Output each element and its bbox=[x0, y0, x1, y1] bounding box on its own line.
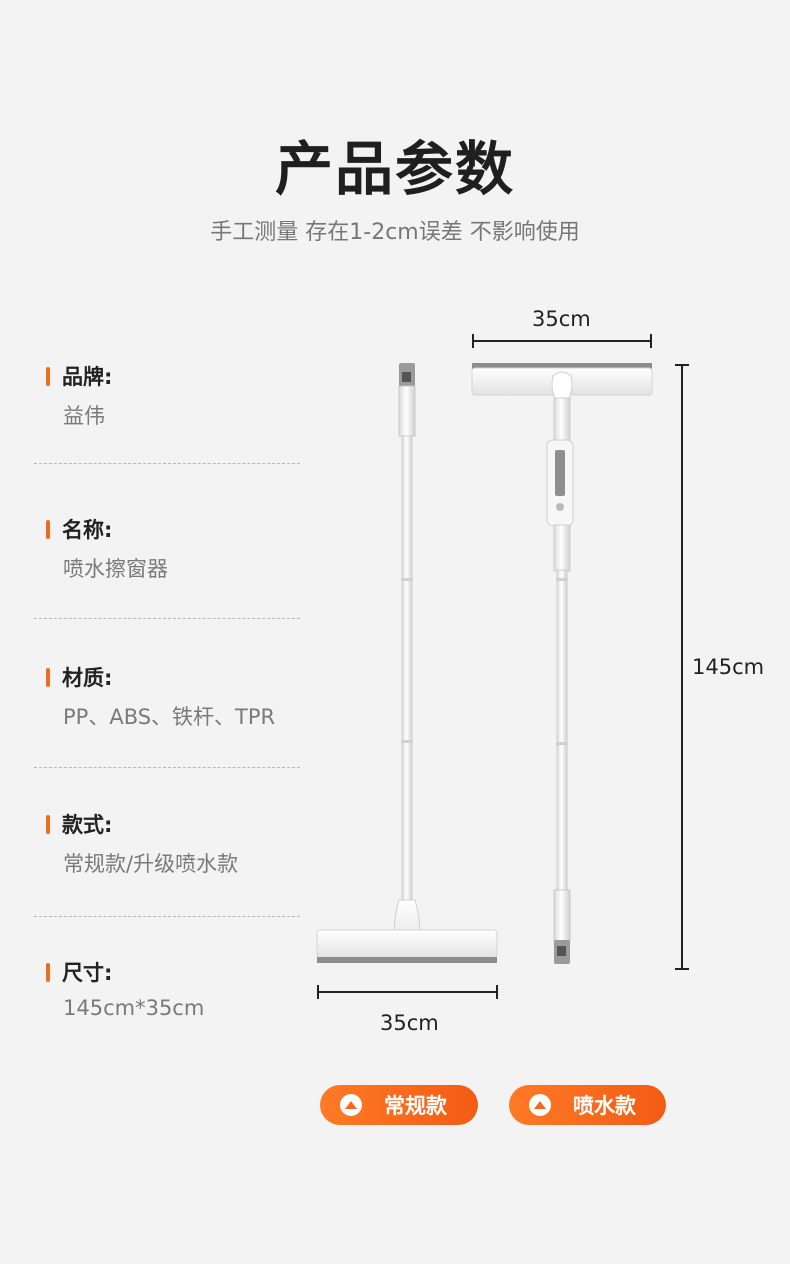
regular-style-button-label: 常规款 bbox=[384, 1094, 447, 1118]
spec-name-value: 喷水擦窗器 bbox=[63, 557, 168, 581]
pole-grip bbox=[553, 524, 571, 572]
accent-bar-icon bbox=[46, 814, 50, 834]
divider bbox=[34, 618, 300, 619]
pole-cap-hole bbox=[557, 946, 566, 956]
pole-cap-hole bbox=[402, 372, 411, 382]
pole-shaft bbox=[401, 435, 413, 902]
regular-style-button[interactable]: 常规款 bbox=[320, 1085, 478, 1125]
spray-squeegee-image bbox=[471, 363, 653, 964]
squeegee-blade bbox=[472, 363, 652, 369]
regular-width-label: 35cm bbox=[380, 1011, 439, 1035]
spec-style: 款式: 常规款/升级喷水款 bbox=[46, 810, 306, 878]
spec-material-label: 材质: bbox=[62, 666, 113, 690]
divider bbox=[34, 463, 300, 464]
pole-lower-grip bbox=[553, 889, 571, 943]
divider bbox=[34, 767, 300, 768]
divider bbox=[34, 916, 300, 917]
accent-bar-icon bbox=[46, 962, 50, 982]
spec-name-label: 名称: bbox=[62, 518, 113, 542]
spec-brand-value: 益伟 bbox=[63, 404, 105, 428]
spec-size-label-row: 尺寸: bbox=[46, 958, 306, 986]
squeegee-blade bbox=[317, 957, 497, 963]
spec-brand-label-row: 品牌: bbox=[46, 362, 306, 390]
spec-name: 名称: 喷水擦窗器 bbox=[46, 515, 306, 583]
pole-joint bbox=[556, 578, 568, 581]
spec-material-value: PP、ABS、铁杆、TPR bbox=[63, 705, 276, 729]
spec-material: 材质: PP、ABS、铁杆、TPR bbox=[46, 663, 306, 731]
spec-size: 尺寸: 145cm*35cm bbox=[46, 958, 306, 1020]
spec-name-label-row: 名称: bbox=[46, 515, 306, 543]
triangle-up-icon bbox=[340, 1094, 362, 1116]
spray-trigger bbox=[555, 450, 565, 496]
accent-bar-icon bbox=[46, 519, 50, 539]
regular-squeegee-image bbox=[316, 363, 498, 963]
page-title: 产品参数 bbox=[274, 135, 515, 203]
dimension-lines bbox=[317, 334, 689, 999]
pole-grip bbox=[398, 385, 416, 437]
spec-material-label-row: 材质: bbox=[46, 663, 306, 691]
spec-style-value: 常规款/升级喷水款 bbox=[63, 852, 239, 876]
page-subtitle: 手工测量 存在1-2cm误差 不影响使用 bbox=[210, 220, 580, 245]
head-connector bbox=[551, 371, 573, 401]
spray-button bbox=[556, 503, 564, 511]
accent-bar-icon bbox=[46, 667, 50, 687]
pole-joint bbox=[556, 742, 568, 745]
accent-bar-icon bbox=[46, 366, 50, 386]
pole-joint bbox=[401, 578, 413, 581]
spec-size-label: 尺寸: bbox=[62, 961, 113, 985]
spray-style-button[interactable]: 喷水款 bbox=[509, 1085, 666, 1125]
spray-style-button-label: 喷水款 bbox=[573, 1094, 636, 1118]
pole-shaft bbox=[556, 569, 568, 891]
spec-style-label: 款式: bbox=[62, 813, 113, 837]
pole-neck bbox=[553, 397, 571, 444]
spec-size-value: 145cm*35cm bbox=[63, 996, 205, 1020]
squeegee-head bbox=[316, 929, 498, 959]
spec-brand: 品牌: 益伟 bbox=[46, 362, 306, 430]
triangle-up-icon bbox=[529, 1094, 551, 1116]
spray-height-label: 145cm bbox=[692, 655, 765, 679]
spray-width-label: 35cm bbox=[532, 307, 591, 331]
spec-brand-label: 品牌: bbox=[62, 365, 113, 389]
pole-joint bbox=[401, 740, 413, 743]
spec-style-label-row: 款式: bbox=[46, 810, 306, 838]
